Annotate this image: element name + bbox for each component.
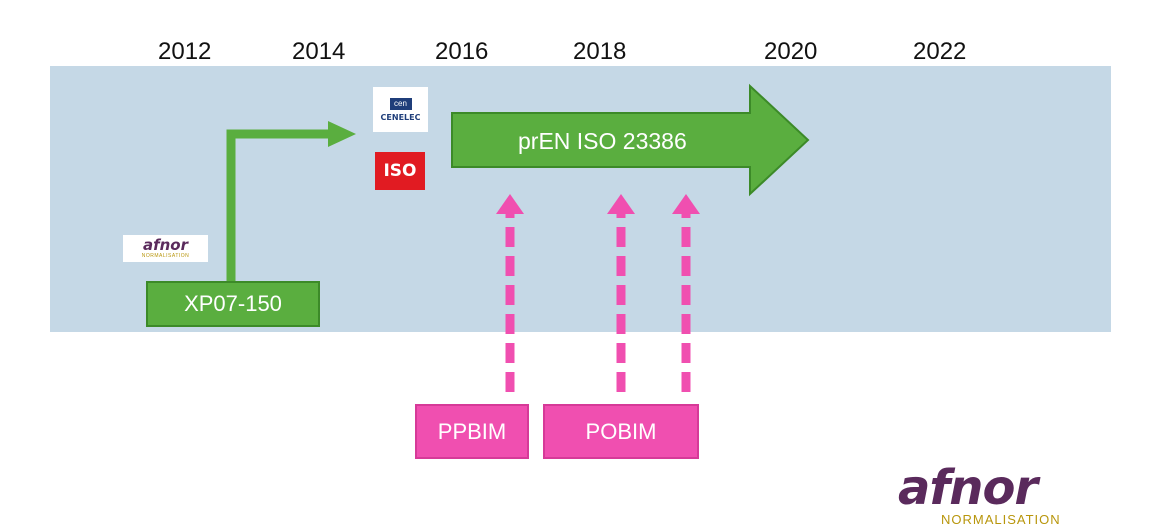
year-2022: 2022	[913, 38, 967, 65]
year-2020: 2020	[764, 38, 818, 65]
elbow-arrow-head	[328, 121, 356, 147]
afnor-big-word: afnor	[898, 460, 1038, 516]
pink-arrow-1	[496, 194, 524, 392]
cenelec-label: CENELEC	[380, 112, 421, 122]
year-2018: 2018	[573, 38, 627, 65]
year-2012: 2012	[158, 38, 212, 65]
cen-mark: cen	[389, 97, 412, 110]
afnor-small-word: afnor	[142, 236, 189, 254]
elbow-arrow	[226, 129, 330, 282]
pink-arrow-3	[672, 194, 700, 392]
iso-logo: ISO	[375, 152, 425, 190]
afnor-big-logo: afnor NORMALISATION	[898, 460, 1061, 527]
afnor-small-logo: afnor NORMALISATION	[123, 235, 208, 262]
cen-cenelec-logo: cen CENELEC	[373, 87, 428, 132]
year-2014: 2014	[292, 38, 346, 65]
main-arrow-shape	[451, 83, 810, 197]
pink-arrow-2	[607, 194, 635, 392]
afnor-small-sub: NORMALISATION	[141, 253, 190, 259]
xp07-150-box: XP07-150	[146, 281, 320, 327]
ppbim-box: PPBIM	[415, 404, 529, 459]
main-arrow-label: prEN ISO 23386	[518, 128, 687, 154]
year-2016: 2016	[435, 38, 489, 65]
pobim-box: POBIM	[543, 404, 699, 459]
afnor-big-sub: NORMALISATION	[941, 512, 1061, 527]
